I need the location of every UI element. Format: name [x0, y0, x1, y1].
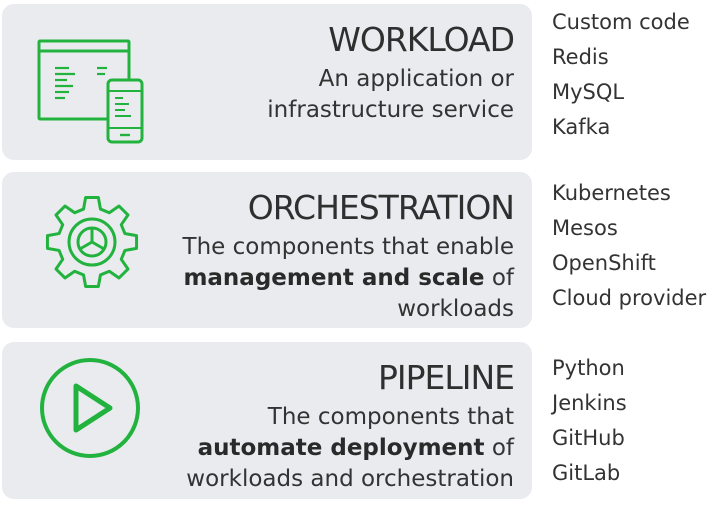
- orchestration-card: ORCHESTRATION The components that enable…: [2, 172, 532, 328]
- pipeline-tools-list: Python Jenkins GitHub GitLab: [552, 351, 627, 491]
- workload-description: An application or infrastructure service: [267, 64, 514, 126]
- tool-item: GitHub: [552, 426, 625, 450]
- tool-item: Kubernetes: [552, 181, 671, 205]
- desc-line: An application or: [318, 66, 514, 92]
- desc-line: workloads and orchestration: [186, 466, 514, 492]
- gear-icon: [45, 195, 139, 289]
- pipeline-title: PIPELINE: [377, 358, 515, 397]
- desc-line: management and scale of: [183, 265, 514, 291]
- tool-item: Python: [552, 356, 625, 380]
- tool-item: GitLab: [552, 461, 621, 485]
- tool-item: Custom code: [552, 10, 690, 34]
- desc-line: infrastructure service: [267, 97, 514, 123]
- tool-item: MySQL: [552, 80, 625, 104]
- tool-item: OpenShift: [552, 251, 656, 275]
- desc-line: automate deployment of: [197, 435, 514, 461]
- orchestration-title: ORCHESTRATION: [247, 188, 515, 227]
- tool-item: Mesos: [552, 216, 618, 240]
- workload-card: WORKLOAD An application or infrastructur…: [2, 4, 532, 160]
- desc-line: workloads: [397, 296, 514, 322]
- play-circle-icon: [40, 358, 140, 458]
- orchestration-tools-list: Kubernetes Mesos OpenShift Cloud provide…: [552, 176, 706, 316]
- workload-tools-list: Custom code Redis MySQL Kafka: [552, 5, 690, 145]
- tool-item: Cloud provider: [552, 286, 707, 310]
- pipeline-card: PIPELINE The components that automate de…: [2, 342, 532, 499]
- desktop-and-phone-icon: [37, 39, 144, 144]
- tool-item: Kafka: [552, 115, 611, 139]
- workload-title: WORKLOAD: [328, 20, 515, 59]
- pipeline-description: The components that automate deployment …: [186, 402, 514, 495]
- desc-line: The components that enable: [182, 234, 514, 260]
- tool-item: Jenkins: [552, 391, 627, 415]
- orchestration-description: The components that enable management an…: [183, 232, 514, 325]
- desc-line: The components that: [267, 404, 514, 430]
- tool-item: Redis: [552, 45, 609, 69]
